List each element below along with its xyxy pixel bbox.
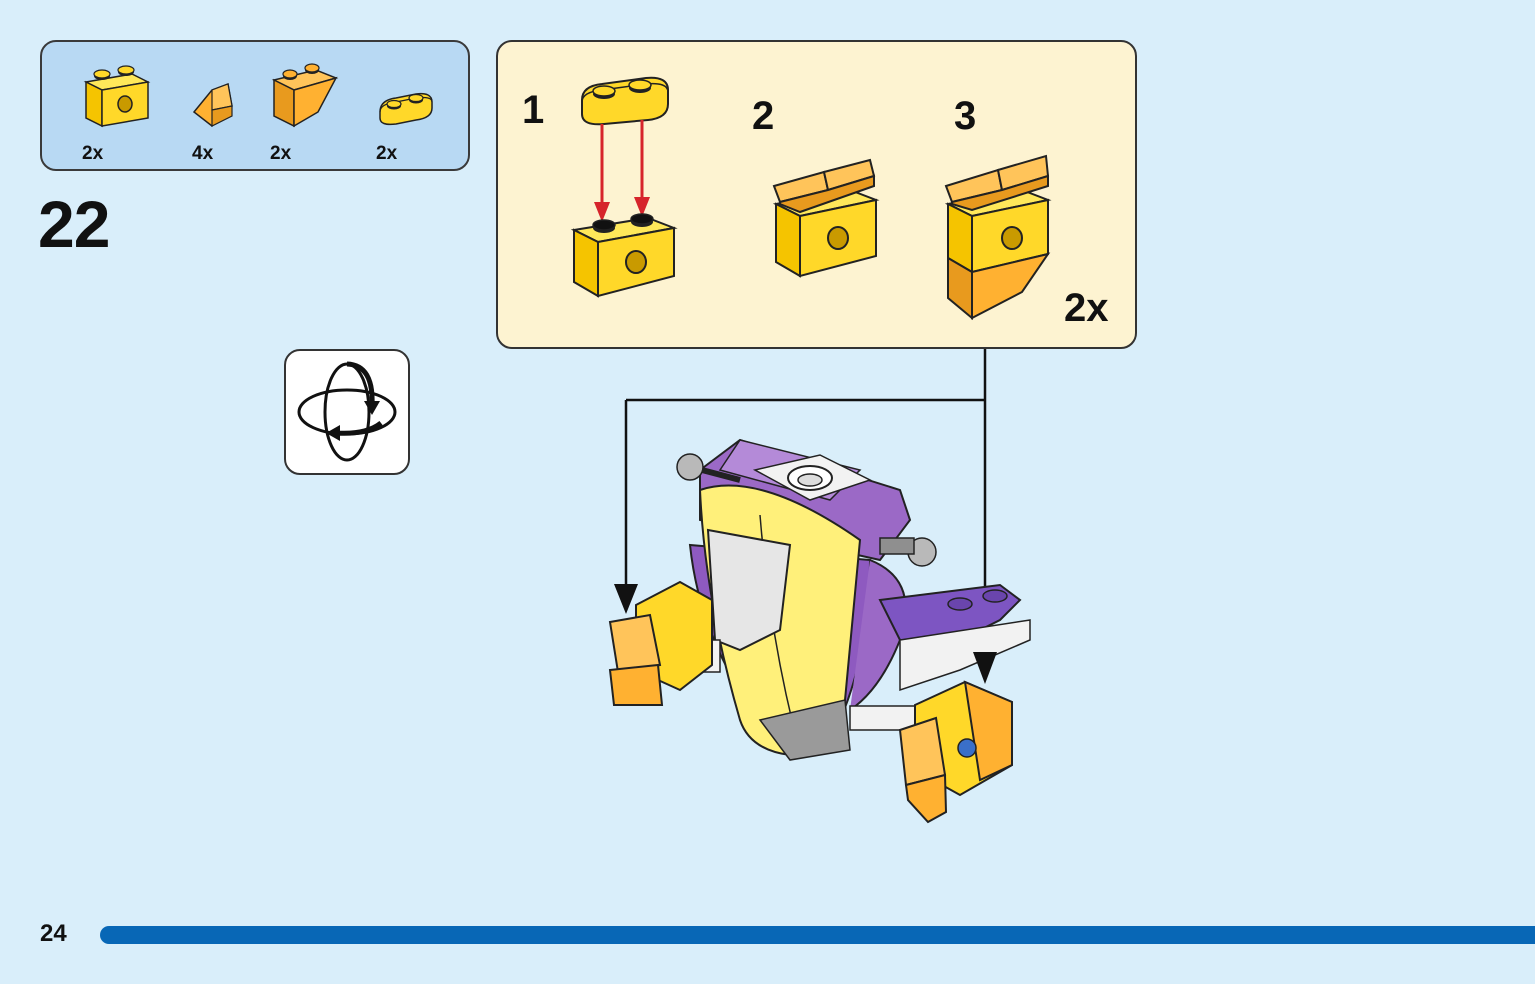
orange-inverted-slope-icon <box>271 63 339 128</box>
page-progress-bar <box>100 926 1535 944</box>
rotate-model-box <box>284 349 410 475</box>
submodel-callout: 1 2 3 2x <box>496 40 1137 349</box>
yellow-1x2-plate-rounded-icon <box>379 92 433 126</box>
part-item: 4x <box>188 60 268 165</box>
part-quantity: 2x <box>82 143 104 164</box>
part-quantity: 2x <box>270 143 292 164</box>
part-item: 2x <box>376 60 456 165</box>
orange-slope-icon <box>192 82 233 127</box>
substep-2-illustration <box>772 158 880 278</box>
part-quantity: 4x <box>192 143 214 164</box>
substep-number: 1 <box>522 88 545 132</box>
part-quantity: 2x <box>376 143 398 164</box>
substep-number: 3 <box>954 94 977 138</box>
page-number: 24 <box>40 920 67 947</box>
yellow-1x2-technic-brick-icon <box>83 65 151 128</box>
submodel-multiplier: 2x <box>1064 286 1109 330</box>
substep-number: 2 <box>752 94 775 138</box>
substep-3-illustration <box>944 154 1052 321</box>
part-item: 2x <box>82 60 162 165</box>
substep-1-illustration <box>570 76 678 298</box>
part-item: 2x <box>270 60 350 165</box>
parts-list-box: 2x 4x 2x 2x <box>40 40 470 171</box>
rotate-model-icon <box>297 361 397 462</box>
step-number: 22 <box>38 187 110 261</box>
